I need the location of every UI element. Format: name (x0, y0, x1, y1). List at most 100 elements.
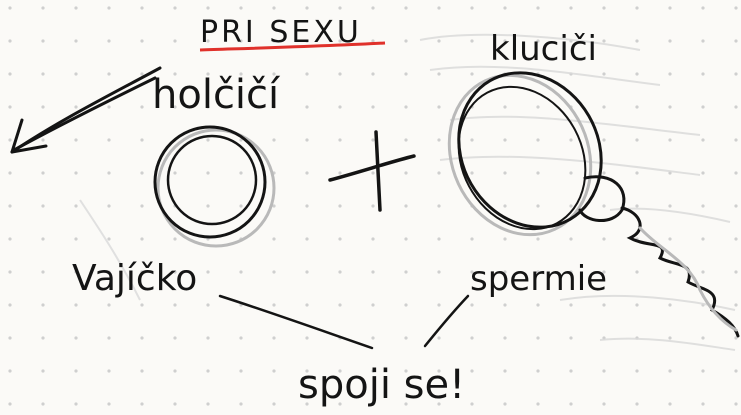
plus-sign (330, 132, 414, 210)
grid-dot (107, 237, 110, 240)
grid-dot (602, 6, 605, 9)
grid-dot (140, 6, 143, 9)
grid-dot (305, 336, 308, 339)
grid-dot (206, 402, 209, 405)
grid-dot (668, 237, 671, 240)
grid-dot (41, 303, 44, 306)
grid-dot (338, 138, 341, 141)
grid-dot (8, 369, 11, 372)
grid-dot (503, 105, 506, 108)
grid-dot (173, 171, 176, 174)
grid-dot (107, 6, 110, 9)
grid-dot (8, 204, 11, 207)
grid-dot (503, 138, 506, 141)
grid-dot (305, 6, 308, 9)
grid-dot (272, 303, 275, 306)
grid-dot (404, 72, 407, 75)
grid-dot (173, 39, 176, 42)
grid-dot (206, 270, 209, 273)
grid-dot (470, 369, 473, 372)
grid-dot (404, 237, 407, 240)
grid-dot (41, 237, 44, 240)
grid-dot (74, 204, 77, 207)
grid-dot (701, 105, 704, 108)
grid-dot (536, 171, 539, 174)
grid-dot (635, 6, 638, 9)
grid-dot (173, 402, 176, 405)
grid-dot (569, 237, 572, 240)
join-label: spoji se! (298, 362, 465, 408)
left-arrow (12, 68, 160, 152)
grid-dot (173, 6, 176, 9)
grid-dot (74, 237, 77, 240)
grid-dot (470, 72, 473, 75)
grid-dot (173, 237, 176, 240)
grid-dot (569, 303, 572, 306)
grid-dot (470, 138, 473, 141)
grid-dot (437, 336, 440, 339)
grid-dot (602, 204, 605, 207)
grid-dot (404, 6, 407, 9)
grid-dot (734, 402, 737, 405)
grid-dot (536, 303, 539, 306)
grid-dot (8, 105, 11, 108)
grid-dot (107, 105, 110, 108)
grid-dot (371, 171, 374, 174)
grid-dot (437, 204, 440, 207)
grid-dot (173, 303, 176, 306)
grid-dot (701, 6, 704, 9)
grid-dot (338, 204, 341, 207)
grid-dot (371, 72, 374, 75)
grid-dot (140, 138, 143, 141)
grid-dot (470, 237, 473, 240)
grid-dot (107, 72, 110, 75)
grid-dot (503, 336, 506, 339)
grid-dot (668, 204, 671, 207)
grid-dot (536, 204, 539, 207)
girls-label: holčičí (152, 72, 281, 118)
grid-dot (239, 336, 242, 339)
grid-dot (8, 138, 11, 141)
grid-dot (272, 369, 275, 372)
grid-dot (8, 72, 11, 75)
grid-dot (404, 138, 407, 141)
grid-dot (140, 72, 143, 75)
grid-dot (41, 402, 44, 405)
grid-dot (239, 204, 242, 207)
grid-dot (371, 303, 374, 306)
grid-dot (338, 171, 341, 174)
grid-dot (404, 204, 407, 207)
grid-dot (206, 369, 209, 372)
grid-dot (701, 204, 704, 207)
grid-dot (8, 39, 11, 42)
grid-dot (305, 138, 308, 141)
grid-dot (536, 138, 539, 141)
grid-dot (437, 105, 440, 108)
grid-dot (602, 138, 605, 141)
grid-dot (404, 39, 407, 42)
grid-dot (41, 72, 44, 75)
grid-dot (206, 171, 209, 174)
grid-dot (338, 237, 341, 240)
grid-dot (41, 204, 44, 207)
grid-dot (701, 237, 704, 240)
grid-dot (536, 402, 539, 405)
grid-dot (371, 204, 374, 207)
grid-dot (305, 270, 308, 273)
egg-drawing (155, 127, 274, 246)
grid-dot (701, 171, 704, 174)
grid-dot (503, 171, 506, 174)
grid-dot (503, 303, 506, 306)
grid-dot (8, 237, 11, 240)
grid-dot (107, 138, 110, 141)
grid-dot (74, 171, 77, 174)
grid-dot (140, 204, 143, 207)
grid-dot (635, 204, 638, 207)
grid-dot (404, 171, 407, 174)
grid-dot (668, 105, 671, 108)
grid-dot (536, 105, 539, 108)
grid-dot (74, 369, 77, 372)
boys-label: kluciči (490, 29, 597, 69)
grid-dot (602, 39, 605, 42)
grid-dot (668, 6, 671, 9)
